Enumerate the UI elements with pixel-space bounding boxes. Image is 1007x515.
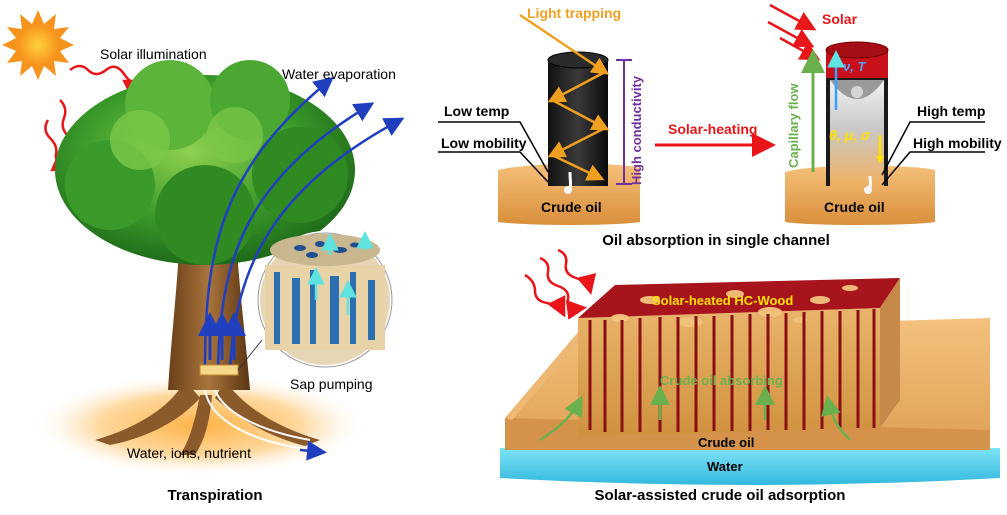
callout-lines-left [438,121,549,183]
solar-heated-wood-label: Solar-heated HC-Wood [652,293,794,308]
adsorption-caption: Solar-assisted crude oil adsorption [594,487,846,504]
water-flow-arrows [198,76,405,371]
high-temp-label: High temp [917,103,986,119]
transpiration-caption: Transpiration [167,487,263,504]
solar-illumination-label: Solar illumination [100,46,207,62]
oil-absorbing-arrows [539,385,851,442]
water-layer [500,448,1000,485]
water-layer-label: Water [707,459,743,474]
solar-label: Solar [822,11,858,27]
capillary-flow-label: Capillary flow [786,83,801,168]
high-mobility-label: High mobility [913,135,1002,151]
crude-oil-left-label: Crude oil [541,199,602,215]
low-mobility-label: Low mobility [441,135,527,151]
light-trapping-arrows [519,13,610,181]
conductivity-bracket [616,59,632,185]
sap-pumping-label: Sap pumping [290,376,373,392]
high-conductivity-label: High conductivity [629,75,644,185]
solar-arrows-right [767,3,821,61]
water-ions-nutrient-label: Water, ions, nutrient [127,445,251,461]
tree-canopy [55,60,355,265]
callout-lines-right [881,121,985,186]
solar-heating-label: Solar-heating [668,121,758,137]
solar-rays-bottom [524,248,597,320]
crude-oil-layer-label: Crude oil [698,435,755,450]
theta-mu-sigma-label: θ, μ, σ [829,127,871,143]
water-evaporation-label: Water evaporation [282,66,396,82]
heated-channel-cylinder [825,41,889,194]
light-trapping-label: Light trapping [527,5,622,21]
dark-channel-cylinder [547,51,609,194]
root-water-lines [204,389,311,449]
sun-icon [2,10,74,80]
low-temp-label: Low temp [444,103,510,119]
crude-oil-right-label: Crude oil [824,199,885,215]
nu-T-label: ν, T [843,59,866,74]
sap-pumping-inset [237,231,394,371]
oil-block-right [785,165,935,225]
crude-oil-absorbing-label: Crude oil absorbing [660,373,783,388]
single-channel-caption: Oil absorption in single channel [602,232,830,249]
